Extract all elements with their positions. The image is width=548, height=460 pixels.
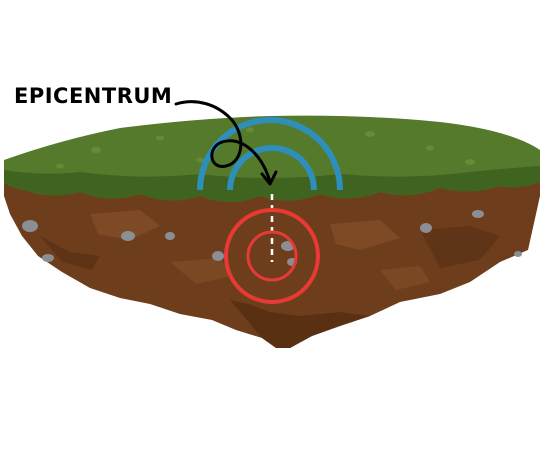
soil-shade bbox=[40, 236, 100, 270]
soil-highlight bbox=[90, 210, 160, 240]
grass-spot bbox=[56, 163, 64, 169]
rock bbox=[212, 251, 224, 261]
arrow-head bbox=[260, 170, 278, 186]
grass-spots bbox=[56, 127, 475, 169]
arc-wave-icon bbox=[227, 145, 317, 191]
arrow-path bbox=[174, 100, 272, 184]
soil-shade bbox=[420, 226, 500, 268]
grass-edge bbox=[4, 166, 540, 202]
rock bbox=[121, 231, 135, 241]
grass-spot bbox=[465, 159, 475, 165]
grass-spot bbox=[365, 131, 375, 137]
rock bbox=[514, 251, 522, 257]
rock bbox=[420, 223, 432, 233]
rock bbox=[22, 220, 38, 232]
rock bbox=[165, 232, 175, 240]
surface-waves bbox=[197, 117, 343, 191]
grass-spot bbox=[426, 145, 434, 151]
arc-wave-icon bbox=[197, 117, 343, 191]
epicenter-label: EPICENTRUM bbox=[14, 84, 173, 108]
soil-shade bbox=[230, 300, 370, 348]
grass-spot bbox=[196, 157, 204, 163]
soil-highlight bbox=[170, 258, 232, 284]
rock bbox=[472, 210, 484, 218]
soil-highlight bbox=[380, 266, 430, 290]
focus-outer-ring bbox=[224, 208, 320, 304]
grass-surface bbox=[4, 115, 540, 202]
grass-spot bbox=[91, 147, 101, 153]
grass-spot bbox=[246, 127, 254, 133]
focus-inner-ring bbox=[246, 230, 298, 282]
rock bbox=[42, 254, 54, 262]
curly-arrow-icon bbox=[174, 100, 278, 186]
soil-highlight bbox=[330, 220, 400, 250]
grass-spot bbox=[156, 135, 164, 141]
concentric-circles-icon bbox=[224, 208, 320, 304]
